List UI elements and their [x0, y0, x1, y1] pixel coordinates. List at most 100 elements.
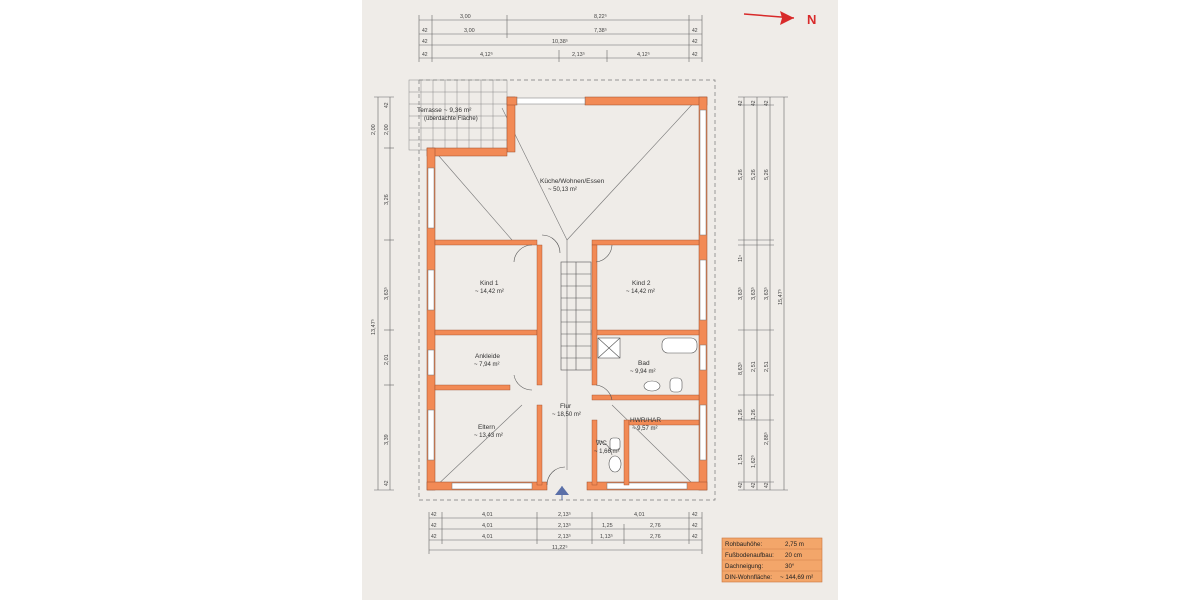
bathroom-fixtures [597, 337, 698, 473]
dim-left-outer-2: 13,47⁵ [370, 319, 377, 335]
info-value-fussbodenaufbau: 20 cm [785, 552, 802, 559]
dim-right-c2-4: 2,51 [751, 361, 757, 372]
dimension-chain-right [738, 96, 788, 491]
room-kueche-name: Küche/Wohnen/Essen [540, 178, 605, 185]
dim-left-inner-6: 3,39 [384, 434, 390, 445]
dim-left-outer-1: 2,00 [371, 124, 377, 135]
dim-bottom-2b: 4,01 [482, 523, 493, 529]
doors [513, 234, 613, 486]
entrance-arrow-icon [555, 486, 569, 500]
dim-top-2c: 7,38⁵ [594, 27, 607, 34]
dim-right-c3-5: 2,88⁵ [763, 432, 770, 445]
room-ankleide-name: Ankleide [475, 353, 500, 360]
dim-top-2b: 3,00 [464, 28, 475, 34]
dim-left-inner-7: 42 [384, 480, 390, 486]
room-kind1-area: ~ 14,42 m² [475, 289, 504, 295]
dim-right-c2-7: 42 [751, 482, 757, 488]
dim-bottom-1b: 4,01 [482, 512, 493, 518]
dim-right-c1-3: 11⁵ [738, 255, 744, 262]
dim-right-c1-8: 42 [738, 482, 744, 488]
dim-bottom-3f: 42 [692, 534, 698, 540]
dim-bottom-1a: 42 [431, 512, 437, 518]
room-flur-area: ~ 18,50 m² [552, 412, 581, 418]
dim-right-c2-2: 5,26 [751, 169, 757, 180]
north-label: N [807, 12, 816, 27]
room-wc-name: WC [596, 440, 607, 447]
dim-bottom-2f: 42 [692, 523, 698, 529]
room-terrasse-name: Terrasse ~ 9,36 m² [417, 107, 472, 114]
room-eltern-area: ~ 13,43 m² [474, 433, 503, 439]
dim-bottom-2c: 2,13⁵ [558, 522, 571, 529]
dim-top-4c: 2,13⁵ [572, 51, 585, 58]
terrace-area [408, 79, 508, 151]
dim-bottom-3c: 2,13⁵ [558, 533, 571, 540]
info-value-dachneigung: 30° [785, 563, 795, 570]
dim-bottom-1e: 42 [692, 512, 698, 518]
dim-top-2d: 42 [692, 28, 698, 34]
dim-bottom-2e: 2,76 [650, 523, 661, 529]
dim-bottom-3d: 1,13⁵ [600, 533, 613, 540]
dim-right-c3-4: 2,51 [764, 361, 770, 372]
dim-top-3b: 10,38⁵ [552, 38, 568, 45]
interior-walls [434, 239, 700, 486]
dim-right-total: 15,47⁵ [777, 289, 784, 305]
dim-left-inner-1: 42 [384, 102, 390, 108]
dim-right-c1-7: 1,51 [738, 454, 744, 465]
dim-right-c2-1: 42 [751, 100, 757, 106]
dim-top-4d: 4,12⁵ [637, 51, 650, 58]
info-value-rohbauhoehe: 2,75 m [785, 541, 804, 548]
floor-plan: N 3,00 8,22⁵ 42 3,00 7,38⁵ 42 42 10,38⁵ … [370, 11, 823, 583]
dim-right-c1-6: 1,26 [738, 409, 744, 420]
dimension-chain-left [374, 96, 394, 491]
dim-top-1a: 3,00 [460, 14, 471, 20]
dim-right-c2-5: 1,26 [751, 409, 757, 420]
info-box [721, 537, 823, 583]
windows [427, 97, 707, 490]
dim-right-c2-3: 3,63⁵ [750, 287, 757, 300]
room-kind2-name: Kind 2 [632, 280, 651, 287]
dim-bottom-2d: 1,25 [602, 523, 613, 529]
dim-right-c3-1: 42 [764, 100, 770, 106]
room-ankleide-area: ~ 7,94 m² [474, 362, 500, 368]
dim-bottom-1d: 4,01 [634, 512, 645, 518]
north-arrow-icon [743, 11, 795, 25]
dim-bottom-total: 11,22⁵ [552, 544, 568, 551]
room-hwr-name: HWR/HAR [630, 417, 661, 424]
room-wc-area: ~ 1,66 m² [594, 449, 620, 455]
dim-left-inner-5: 2,01 [384, 354, 390, 365]
room-eltern-name: Eltern [478, 424, 495, 431]
dim-top-4e: 42 [692, 52, 698, 58]
info-value-wohnflaeche: ~ 144,69 m² [780, 574, 813, 581]
info-label-rohbauhoehe: Rohbauhöhe: [725, 541, 762, 548]
dim-top-4a: 42 [422, 52, 428, 58]
dim-left-inner-4: 3,63⁵ [383, 287, 390, 300]
dim-right-c3-6: 42 [764, 482, 770, 488]
dim-right-c1-1: 42 [738, 100, 744, 106]
dimension-chain-top [418, 15, 703, 62]
dim-top-2a: 42 [422, 28, 428, 34]
dim-bottom-3a: 42 [431, 534, 437, 540]
dim-left-inner-3: 3,26 [384, 194, 390, 205]
dim-top-4b: 4,12⁵ [480, 51, 493, 58]
dim-top-1b: 8,22⁵ [594, 13, 607, 20]
dim-right-c2-6: 1,62⁵ [750, 455, 757, 468]
dim-right-c3-2: 5,26 [764, 169, 770, 180]
dim-right-c1-2: 5,26 [738, 169, 744, 180]
dim-bottom-3b: 4,01 [482, 534, 493, 540]
room-flur-name: Flur [560, 403, 572, 410]
roof-hip-lines [431, 96, 700, 491]
dim-top-3c: 42 [692, 39, 698, 45]
room-kueche-area: ~ 50,13 m² [548, 187, 577, 193]
plan-sheet: N 3,00 8,22⁵ 42 3,00 7,38⁵ 42 42 10,38⁵ … [362, 0, 838, 600]
dim-right-c1-4: 3,63⁵ [737, 287, 744, 300]
room-bad-area: ~ 9,94 m² [630, 369, 656, 375]
info-label-wohnflaeche: DIN-Wohnfläche: [725, 574, 772, 581]
room-bad-name: Bad [638, 360, 650, 367]
dim-bottom-3e: 2,76 [650, 534, 661, 540]
dim-bottom-1c: 2,13⁵ [558, 511, 571, 518]
stairs [560, 261, 592, 371]
dim-left-inner-2: 2,00 [384, 124, 390, 135]
room-kind1-name: Kind 1 [480, 280, 499, 287]
info-label-dachneigung: Dachneigung: [725, 563, 763, 570]
room-kind2-area: ~ 14,42 m² [626, 289, 655, 295]
